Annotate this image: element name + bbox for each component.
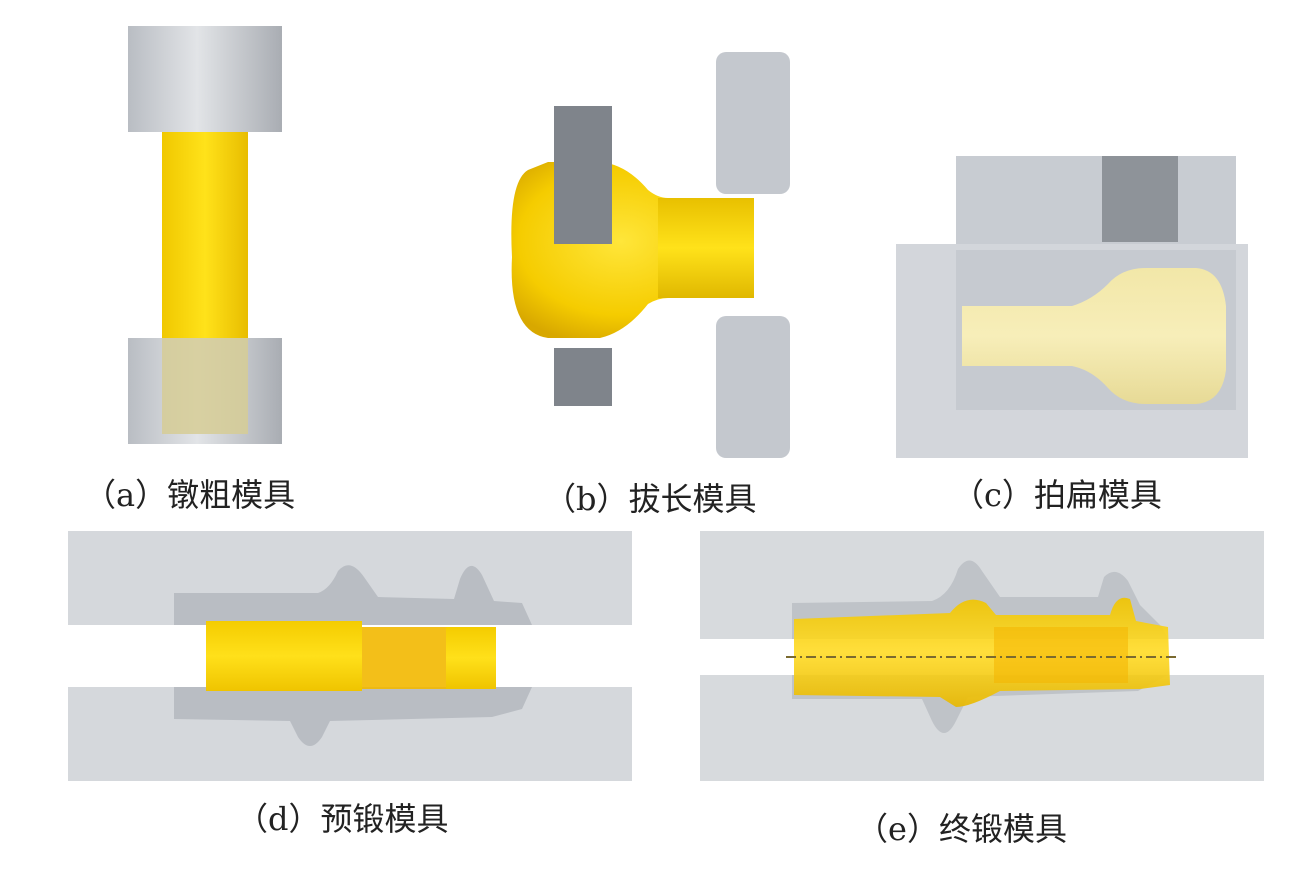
caption-e: （e）终锻模具 bbox=[856, 810, 1067, 848]
panel-c-flattening-die bbox=[896, 156, 1248, 458]
upper-punch bbox=[1102, 156, 1178, 242]
right-lower-die bbox=[716, 316, 790, 458]
panel-d-preforging-die bbox=[68, 531, 632, 781]
upsetting-die-illustration bbox=[128, 26, 282, 444]
caption-a: （a）镦粗模具 bbox=[84, 476, 296, 514]
anvil-upper bbox=[554, 106, 612, 244]
billet-mid bbox=[362, 627, 446, 689]
panel-b-drawing-die bbox=[508, 52, 790, 458]
caption-b: （b）拔长模具 bbox=[544, 480, 757, 518]
right-upper-die bbox=[716, 52, 790, 194]
upper-die bbox=[128, 26, 282, 132]
billet-inside-lower-die bbox=[162, 338, 248, 434]
caption-d: （d）预锻模具 bbox=[236, 800, 449, 838]
billet-core bbox=[994, 627, 1128, 683]
flattening-die-illustration bbox=[896, 156, 1248, 458]
billet-neck bbox=[658, 198, 754, 298]
billet-left bbox=[206, 621, 362, 691]
caption-c: （c）拍扁模具 bbox=[952, 476, 1162, 514]
drawing-die-illustration bbox=[508, 52, 790, 458]
upper-cavity bbox=[174, 565, 532, 625]
billet bbox=[962, 268, 1226, 404]
final-forging-die-illustration bbox=[700, 531, 1264, 781]
billet bbox=[162, 132, 248, 340]
panel-a-upsetting-die bbox=[128, 26, 282, 444]
upper-die bbox=[956, 156, 1236, 250]
billet-right bbox=[446, 627, 496, 689]
anvil-lower bbox=[554, 348, 612, 406]
preforging-die-illustration bbox=[68, 531, 632, 781]
panel-e-final-forging-die bbox=[700, 531, 1264, 781]
lower-cavity bbox=[174, 687, 532, 746]
